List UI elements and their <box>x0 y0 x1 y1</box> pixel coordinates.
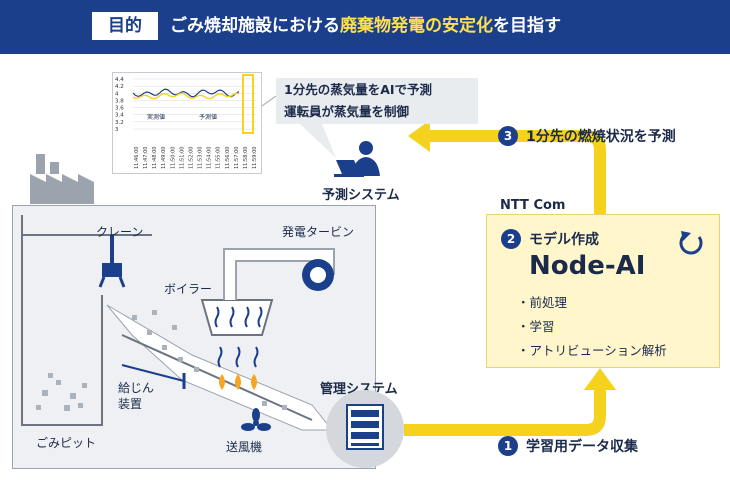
y-tick-label: 3 <box>115 127 119 133</box>
y-tick-label: 3.4 <box>115 113 124 119</box>
step-2-label: モデル作成 <box>529 232 599 248</box>
x-tick-label: 11:47:00 <box>143 147 149 169</box>
y-tick-label: 4 <box>115 91 119 97</box>
x-tick-label: 11:52:00 <box>188 147 194 169</box>
x-tick-label: 11:55:00 <box>216 147 222 169</box>
title-pre: ごみ焼却施設における <box>170 16 340 36</box>
callout-line-2: 運転員が蒸気量を制御 <box>284 104 410 119</box>
step-1-number: 1 <box>498 436 518 456</box>
x-tick-label: 11:57:00 <box>234 147 240 169</box>
series-label-actual: 実測値 <box>147 113 165 121</box>
node-ai-panel: 2 モデル作成 Node-AI ・前処理 ・学習 ・アトリビューション解析 <box>486 214 720 368</box>
bullet-item: ・前処理 <box>517 295 568 310</box>
pit-label: ごみピット <box>36 436 97 450</box>
x-tick-label: 11:50:00 <box>170 147 176 169</box>
arrow-head-node <box>584 368 616 390</box>
x-tick-label: 11:46:00 <box>134 147 140 169</box>
x-tick-label: 11:54:00 <box>207 147 213 169</box>
arrow-head-predict <box>408 120 430 152</box>
boiler-label: ボイラー <box>164 282 213 296</box>
step-2-number: 2 <box>501 229 521 249</box>
operator-icon <box>334 141 380 177</box>
purpose-tag: 目的 <box>92 12 158 40</box>
node-ai-bullets: ・前処理 ・学習 ・アトリビューション解析 <box>517 291 667 363</box>
callout-line-1: 1分先の蒸気量をAIで予測 <box>284 82 433 97</box>
feeder-label: 給じん 装置 <box>118 381 155 411</box>
x-tick-label: 11:48:00 <box>152 147 158 169</box>
factory-icon <box>30 154 94 204</box>
blower-label: 送風機 <box>226 440 263 454</box>
bullet-item: ・学習 <box>517 319 555 334</box>
step-1: 1 学習用データ収集 <box>498 436 638 456</box>
ntt-label: NTT Com <box>500 198 566 213</box>
series-line-predicted <box>132 92 240 100</box>
y-tick-label: 3.2 <box>115 120 124 126</box>
y-tick-label: 4.2 <box>115 84 124 90</box>
title-highlight: 廃棄物発電の安定化 <box>340 16 493 36</box>
predict-system-label: 予測システム <box>322 188 400 203</box>
x-tick-label: 11:58:00 <box>243 147 249 169</box>
title-post: を目指す <box>493 16 561 36</box>
x-tick-label: 11:59:00 <box>252 147 258 169</box>
x-tick-label: 11:51:00 <box>179 147 185 169</box>
step-3: 3 1分先の燃焼状況を予測 <box>498 126 676 146</box>
header-title: ごみ焼却施設における廃棄物発電の安定化を目指す <box>170 12 561 40</box>
step-3-number: 3 <box>498 126 518 146</box>
crane-label: クレーン <box>96 225 144 239</box>
header-bar: 目的 ごみ焼却施設における廃棄物発電の安定化を目指す <box>0 0 730 54</box>
y-tick-label: 4.4 <box>115 77 124 83</box>
server-icon <box>346 404 384 450</box>
step-1-label: 学習用データ収集 <box>526 439 638 455</box>
y-tick-label: 3.8 <box>115 98 124 104</box>
step-2: 2 モデル作成 <box>501 229 599 249</box>
callout-bubble: 1分先の蒸気量をAIで予測 運転員が蒸気量を制御 <box>276 78 478 124</box>
y-tick-label: 3.6 <box>115 106 124 112</box>
x-tick-label: 11:53:00 <box>198 147 204 169</box>
node-ai-title: Node-AI <box>529 251 646 281</box>
turbine-label: 発電タービン <box>282 225 355 239</box>
x-tick-label: 11:56:00 <box>225 147 231 169</box>
series-label-predicted: 予測値 <box>199 113 217 121</box>
arrow-to-predict <box>424 130 606 214</box>
arrow-to-node <box>404 386 606 436</box>
series-line-actual <box>132 88 240 98</box>
refresh-icon <box>679 231 703 255</box>
x-tick-label: 11:49:00 <box>161 147 167 169</box>
bullet-item: ・アトリビューション解析 <box>517 343 667 358</box>
plant-diagram <box>21 215 335 431</box>
prediction-window <box>242 74 254 134</box>
step-3-label: 1分先の燃焼状況を予測 <box>526 129 676 145</box>
